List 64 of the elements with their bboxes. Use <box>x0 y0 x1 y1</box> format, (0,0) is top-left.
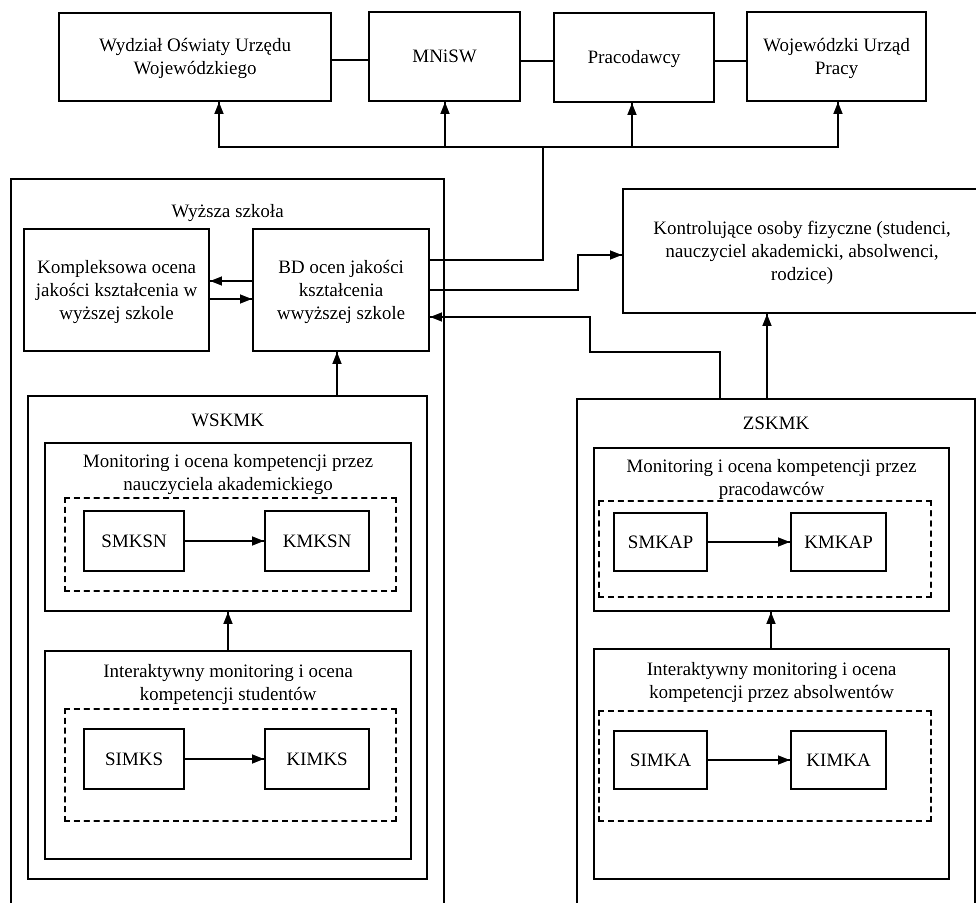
process-box <box>613 730 708 790</box>
box-label: Wojewódzki Urząd Pracy <box>762 34 911 80</box>
group-box <box>593 648 950 880</box>
process-box <box>790 730 887 790</box>
box-label: Kompleksowa ocena jakości kształcenia w wyższej szkole <box>34 256 198 324</box>
arrow <box>223 612 233 650</box>
group-box <box>44 442 412 612</box>
process-box <box>790 512 887 572</box>
box-label: SMKSN <box>101 530 167 552</box>
box-label: KIMKS <box>286 748 348 770</box>
process-box <box>553 12 715 103</box>
process-box <box>746 11 927 102</box>
box-label: Pracodawcy <box>588 46 680 69</box>
process-box <box>264 728 370 790</box>
group-heading: Interaktywny monitoring i ocena kompetencji przez absolwentów <box>646 658 898 704</box>
dashed-group-box <box>598 500 932 598</box>
box-label: MNiSW <box>412 45 477 68</box>
connector-line <box>715 60 746 62</box>
box-label: SMKAP <box>628 530 694 554</box>
process-box <box>83 728 185 790</box>
arrow <box>430 102 843 261</box>
group-heading: Wyższa szkoła <box>170 200 285 223</box>
group-box <box>44 650 412 860</box>
group-heading: Monitoring i ocena kompetencji przez pracodawców <box>625 455 918 501</box>
box-label: SIMKA <box>630 748 692 772</box>
box-label: BD ocen jakości kształcenia wwyższej szkole <box>276 256 406 324</box>
box-label: KMKSN <box>282 530 352 552</box>
process-box <box>58 12 332 102</box>
box-label: KIMKA <box>806 748 871 772</box>
group-heading: Monitoring i ocena kompetencji przez nauczyciela akademickiego <box>82 450 374 496</box>
process-box <box>252 228 430 352</box>
dashed-group-box <box>64 708 397 822</box>
arrow <box>332 352 342 395</box>
arrow <box>766 612 776 648</box>
connector-line <box>521 60 553 62</box>
dashed-group-box <box>598 710 932 822</box>
dashed-group-box <box>64 497 397 592</box>
process-box <box>83 510 185 572</box>
group-box <box>27 395 428 880</box>
box-label: Kontrolujące osoby fizyczne (studenci, nauczyciel akademicki, absolwenci, rodzice) <box>652 216 952 286</box>
arrow <box>185 536 264 546</box>
arrow <box>430 312 721 398</box>
process-box <box>23 228 210 352</box>
process-box <box>264 510 370 572</box>
arrow <box>708 537 790 547</box>
group-box <box>576 398 976 903</box>
arrow <box>185 754 264 764</box>
box-label: Wydział Oświaty Urzędu Wojewódzkiego <box>98 34 292 80</box>
group-heading: Interaktywny monitoring i ocena kompetencji studentów <box>102 660 354 706</box>
arrow <box>210 294 252 304</box>
process-box <box>368 11 521 102</box>
arrow <box>210 276 252 286</box>
group-heading: ZSKMK <box>742 412 810 435</box>
group-box <box>593 447 950 612</box>
arrow <box>762 314 772 398</box>
arrow <box>708 755 790 765</box>
arrow <box>430 250 622 291</box>
process-box <box>622 188 976 314</box>
process-box <box>613 512 708 572</box>
box-label: SIMKS <box>104 748 164 770</box>
group-heading: WSKMK <box>190 409 265 432</box>
group-box <box>10 178 445 903</box>
box-label: KMKAP <box>804 530 873 554</box>
connector-line <box>332 59 368 61</box>
